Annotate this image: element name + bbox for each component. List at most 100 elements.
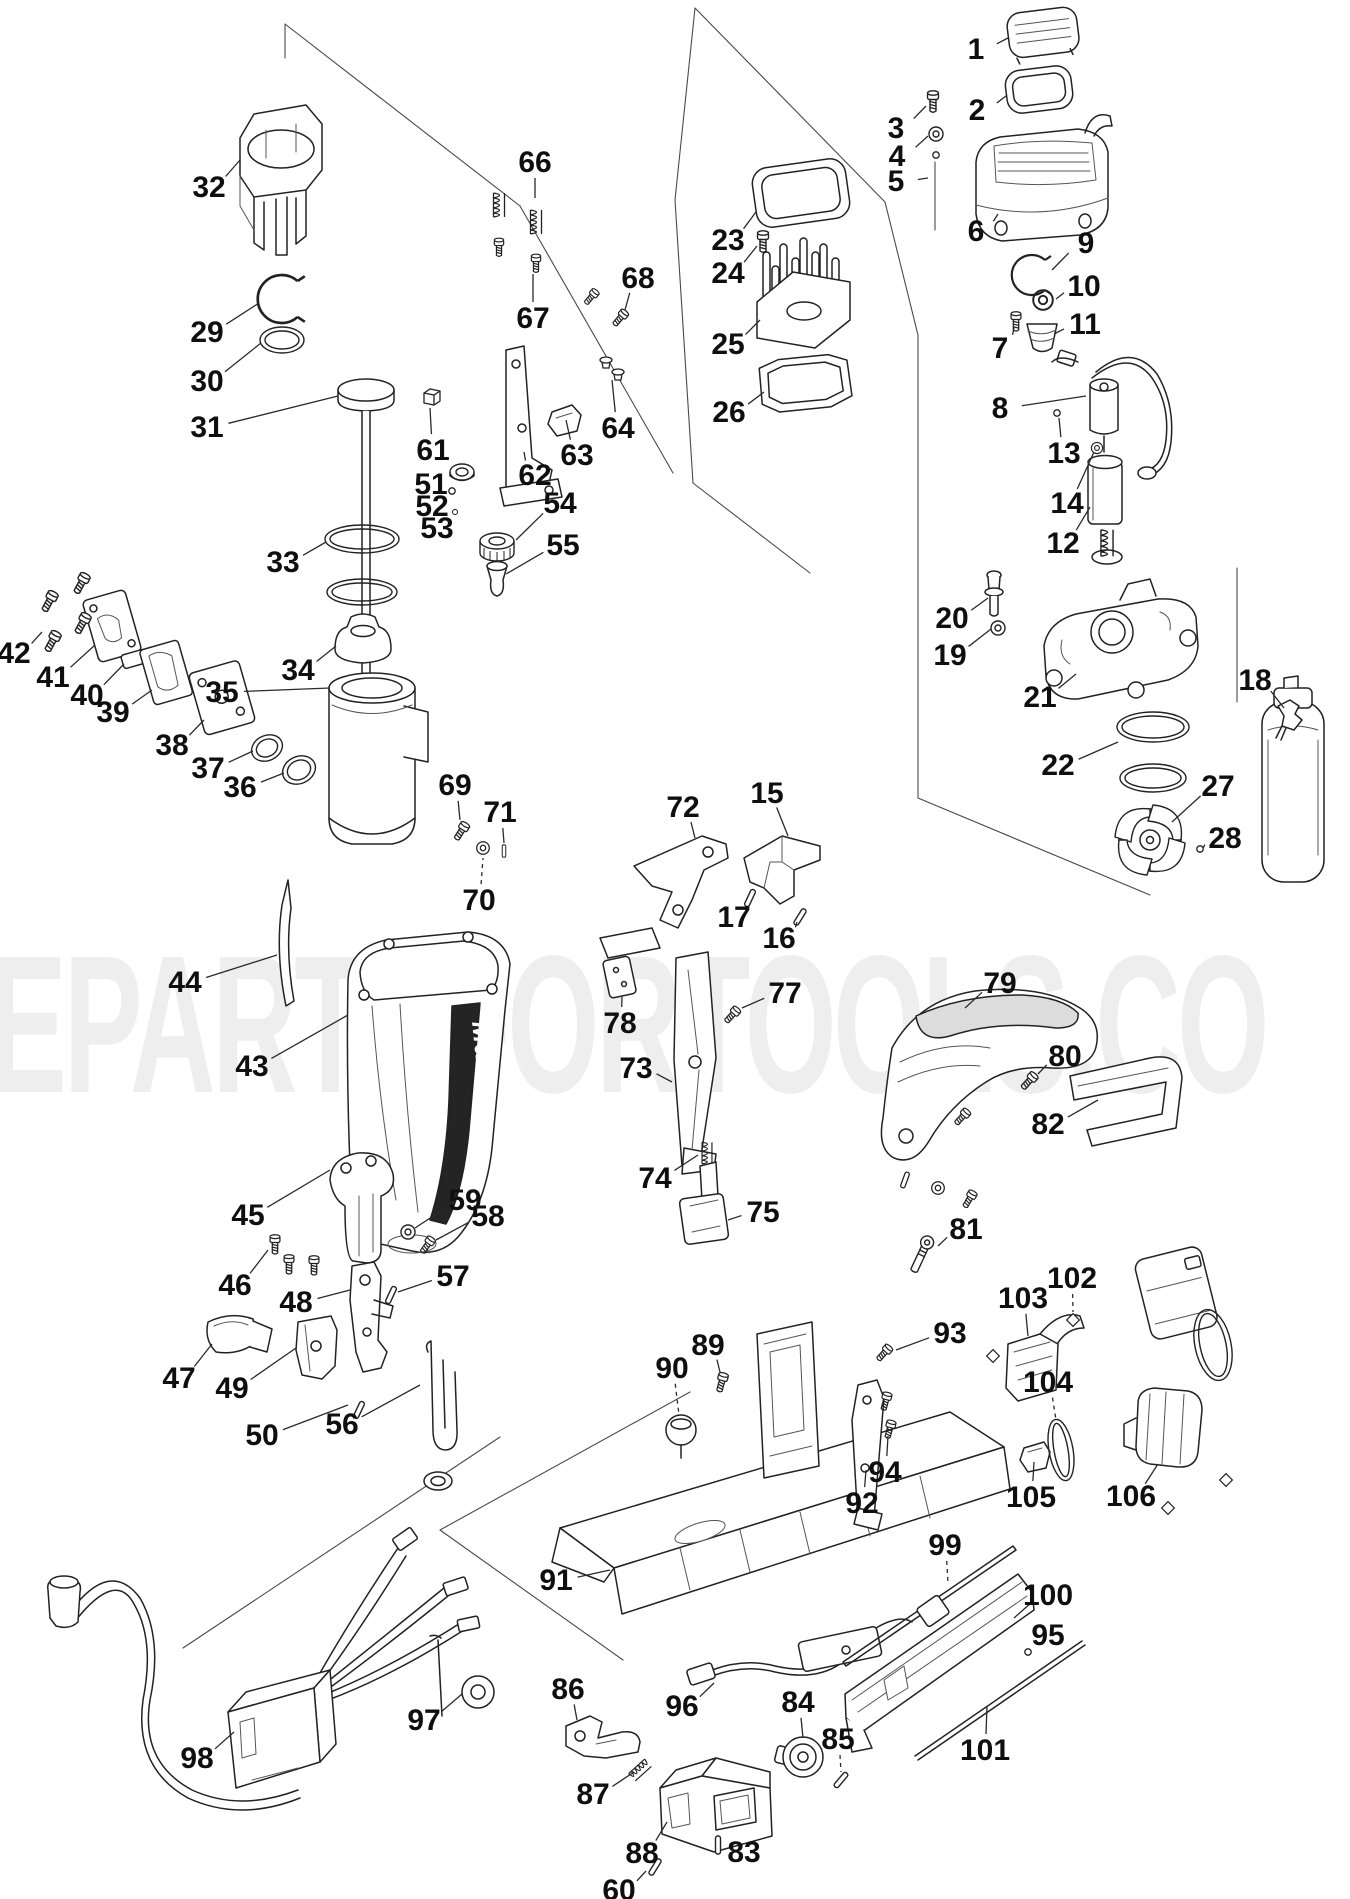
part-2-gasket: [1004, 65, 1074, 114]
leader-line-94: [886, 1435, 889, 1457]
part-label-87: 87: [576, 1778, 609, 1811]
leader-line-96: [699, 1682, 715, 1698]
leader-line-34: [316, 645, 337, 662]
leader-line-47: [193, 1343, 213, 1367]
leader-line-22: [1078, 741, 1119, 760]
part-91-magazine: [551, 1321, 1011, 1615]
leader-line-60: [636, 1870, 647, 1882]
part-label-28: 28: [1208, 822, 1241, 855]
part-label-14: 14: [1050, 487, 1084, 520]
leader-line-101: [985, 1705, 988, 1735]
part-label-41: 41: [36, 661, 69, 694]
part-label-90: 90: [655, 1352, 688, 1385]
leader-line-81: [937, 1236, 948, 1247]
part-label-49: 49: [215, 1372, 248, 1405]
leader-line-49: [250, 1347, 297, 1381]
part-72-lever-bracket: [633, 835, 729, 929]
part-label-70: 70: [462, 884, 495, 917]
part-number-labels: 1234567891011121314151617181920212223242…: [0, 33, 1272, 1899]
leader-line-29: [225, 302, 260, 325]
part-6-top-cap: [975, 114, 1113, 242]
leader-line-61: [429, 407, 433, 435]
part-39-valve-plate: [139, 639, 194, 706]
part-label-39: 39: [96, 696, 129, 729]
part-label-30: 30: [190, 365, 223, 398]
dot-glyph: [932, 151, 940, 159]
leader-line-85: [839, 1754, 842, 1773]
part-label-17: 17: [717, 901, 750, 934]
leader-line-50: [282, 1404, 349, 1431]
leader-line-100: [1013, 1603, 1031, 1619]
part-label-21: 21: [1023, 681, 1056, 714]
leader-line-23: [743, 211, 757, 230]
leader-line-86: [573, 1704, 578, 1721]
spring-glyph: [529, 209, 543, 235]
leader-line-58: [435, 1222, 469, 1241]
part-label-2: 2: [969, 94, 986, 127]
pin-glyph: [714, 1835, 722, 1855]
part-label-88: 88: [625, 1837, 658, 1870]
part-label-96: 96: [665, 1690, 698, 1723]
part-label-33: 33: [266, 546, 299, 579]
part-38-valve-plate: [188, 660, 256, 736]
part-96-switch-wire: [686, 1618, 913, 1686]
leader-line-68: [624, 292, 631, 311]
part-label-11: 11: [1069, 308, 1101, 341]
part-label-48: 48: [279, 1286, 312, 1319]
ring-glyph: [928, 126, 944, 142]
leader-line-31: [228, 395, 339, 424]
part-label-75: 75: [746, 1196, 779, 1229]
part-1-exhaust-cover: [1006, 6, 1080, 65]
leader-line-104: [1051, 1397, 1057, 1421]
part-82-belt-hook: [1069, 1056, 1183, 1147]
leader-line-19: [968, 628, 992, 647]
dot-glyph: [1024, 1648, 1032, 1656]
part-label-31: 31: [190, 411, 223, 444]
cap-glyph: [611, 368, 625, 381]
part-label-89: 89: [691, 1329, 724, 1362]
screw-glyph: [610, 307, 631, 329]
part-label-25: 25: [711, 328, 744, 361]
part-label-103: 103: [998, 1282, 1048, 1315]
part-44-driver-guide: [278, 879, 295, 1007]
part-label-42: 42: [0, 637, 31, 670]
part-label-50: 50: [245, 1419, 278, 1452]
leader-line-2: [996, 95, 1007, 104]
part-27-fan: [1114, 804, 1186, 876]
part-label-47: 47: [162, 1362, 195, 1395]
part-48-lever: [349, 1261, 394, 1373]
leader-line-44: [205, 954, 278, 979]
part-label-86: 86: [551, 1673, 584, 1706]
leader-line-62: [523, 451, 527, 461]
leader-line-87: [612, 1771, 635, 1787]
leader-line-41: [70, 644, 96, 668]
part-32-cylinder-cap: [239, 104, 323, 256]
oring-glyph: [1193, 1308, 1233, 1382]
screw-glyph: [70, 570, 92, 597]
part-label-23: 23: [711, 224, 744, 257]
cring-glyph: [256, 273, 307, 325]
part-label-54: 54: [543, 487, 577, 520]
part-label-69: 69: [438, 769, 471, 802]
part-battery-cartridge: [1134, 1246, 1218, 1340]
part-label-68: 68: [621, 262, 654, 295]
leader-line-14: [1076, 451, 1095, 490]
part-label-91: 91: [539, 1564, 572, 1597]
part-label-67: 67: [516, 302, 549, 335]
part-label-94: 94: [868, 1456, 902, 1489]
cring-glyph: [1010, 253, 1053, 297]
cube-glyph: [423, 388, 441, 406]
leader-line-9: [1051, 252, 1070, 271]
part-label-101: 101: [960, 1734, 1010, 1767]
leader-line-57: [397, 1279, 433, 1293]
screw-glyph: [951, 1106, 973, 1128]
leader-line-46: [249, 1249, 269, 1274]
leader-line-35: [243, 687, 331, 693]
part-label-29: 29: [190, 316, 223, 349]
leader-line-45: [266, 1169, 331, 1208]
leader-line-12: [1075, 506, 1091, 531]
part-label-81: 81: [949, 1213, 982, 1246]
dot-glyph: [1053, 409, 1061, 417]
leader-line-97: [441, 1693, 463, 1712]
